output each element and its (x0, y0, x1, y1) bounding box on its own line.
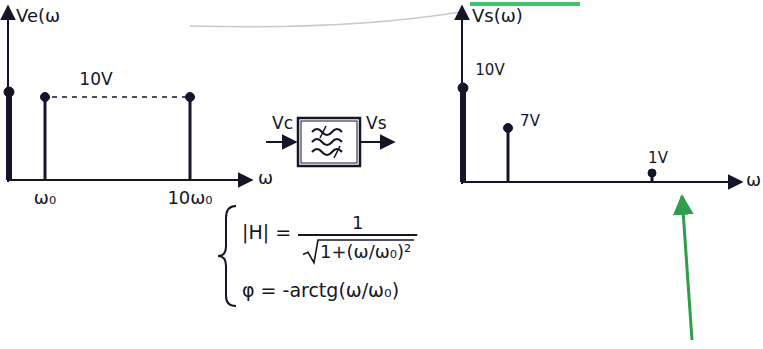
bracket-fragment (190, 12, 460, 27)
axis-label: ω (258, 168, 273, 189)
equation-text: 1 (352, 213, 363, 234)
amplitude-label: 1V (648, 150, 668, 167)
equation-text: |H| = (242, 222, 291, 244)
output-spectrum (458, 6, 742, 184)
equation-brace (218, 206, 236, 306)
axis-label: Vs(ω) (472, 6, 523, 27)
axis-label: ω (746, 170, 761, 191)
signal-name: Vc (272, 114, 293, 134)
amplitude-label: 10V (79, 70, 112, 90)
input-spectrum (4, 6, 252, 182)
equation-text: 1+(ω/ω₀)² (320, 242, 411, 263)
frequency-label: ω₀ (34, 188, 56, 209)
amplitude-label: 7V (520, 113, 540, 130)
pointer-arrow (682, 196, 692, 340)
root-sign (303, 240, 414, 263)
signal-name: Vs (366, 114, 387, 134)
axis-label: Ve(ω (16, 6, 60, 27)
amplitude-label: 10V (475, 62, 504, 79)
equation-text: φ = -arctg(ω/ω₀) (242, 280, 399, 302)
frequency-label: 10ω₀ (167, 188, 212, 209)
fraction-bar (298, 234, 417, 236)
